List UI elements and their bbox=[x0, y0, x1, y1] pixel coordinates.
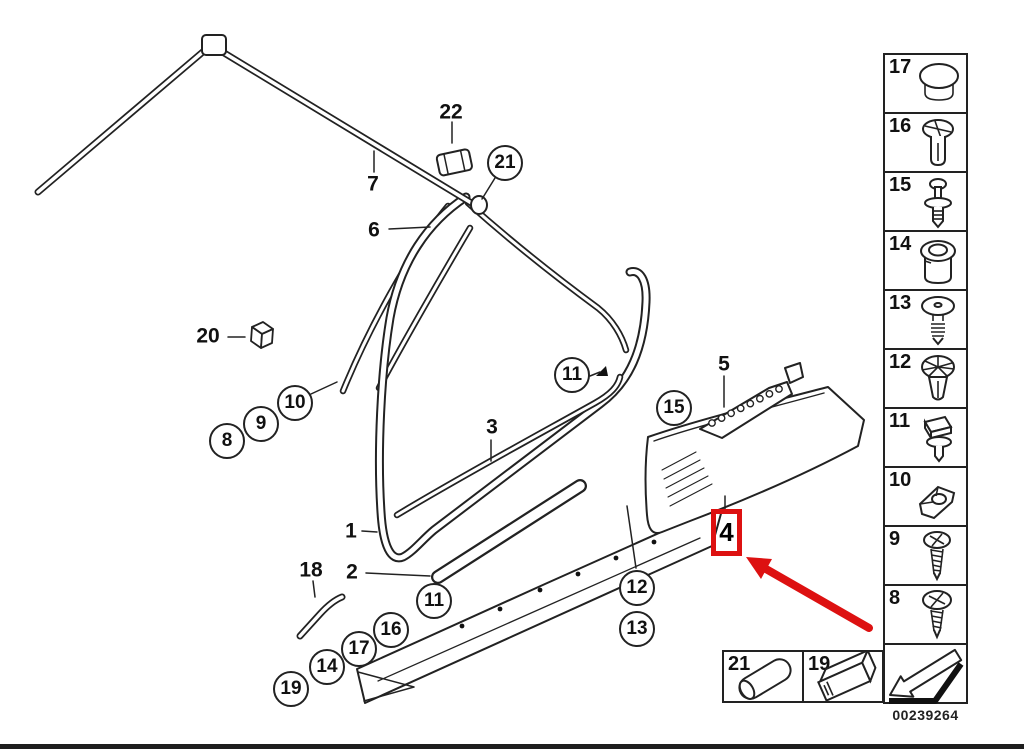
legend-cell-10: 10 bbox=[883, 466, 968, 527]
expanding-rivet-icon bbox=[922, 119, 954, 167]
nut-clip-icon bbox=[923, 415, 953, 463]
legend-num: 16 bbox=[889, 115, 912, 137]
sill-strip-drawing bbox=[393, 373, 624, 519]
legend-num: 21 bbox=[728, 653, 751, 675]
callout-17: 17 bbox=[341, 631, 377, 667]
callout-9: 9 bbox=[243, 406, 279, 442]
legend-num: 11 bbox=[889, 410, 911, 432]
bottom-cell-19: 19 bbox=[802, 650, 884, 703]
legend-num: 15 bbox=[889, 174, 912, 196]
cube-fastener-drawing bbox=[250, 321, 274, 349]
legend-num: 8 bbox=[889, 587, 901, 609]
legend-cell-11: 11 bbox=[883, 407, 968, 468]
tread-plate-drawing bbox=[699, 362, 804, 439]
cap-plug-icon bbox=[919, 63, 959, 101]
grommet-icon bbox=[920, 240, 956, 285]
callout-5: 5 bbox=[718, 352, 730, 376]
callout-12: 12 bbox=[619, 570, 655, 606]
window-guide-strips-drawing bbox=[339, 202, 474, 395]
door-opening-seal-drawing bbox=[374, 192, 651, 563]
callout-22: 22 bbox=[439, 100, 463, 124]
callout-4: 4 bbox=[719, 517, 734, 547]
callout-20: 20 bbox=[196, 324, 220, 348]
sill-carrier-drawing bbox=[356, 509, 723, 704]
callout-19: 19 bbox=[273, 671, 309, 707]
callout-10: 10 bbox=[277, 385, 313, 421]
callout-18: 18 bbox=[299, 558, 323, 582]
star-clip-icon bbox=[921, 355, 955, 401]
callout-8: 8 bbox=[209, 423, 245, 459]
direction-arrow-icon bbox=[889, 648, 964, 704]
legend-num: 10 bbox=[889, 469, 912, 491]
legend-cell-9: 9 bbox=[883, 525, 968, 586]
callout-11-lower: 11 bbox=[416, 583, 452, 619]
cylinder-plug-icon bbox=[738, 658, 792, 700]
legend-cell-16: 16 bbox=[883, 112, 968, 173]
pin-rivet-icon bbox=[924, 178, 952, 229]
legend-cell-14: 14 bbox=[883, 230, 968, 291]
callout-7: 7 bbox=[367, 172, 379, 196]
legend-num: 12 bbox=[889, 351, 912, 373]
highlighted-part-4: 4 bbox=[711, 509, 742, 556]
legend-num: 9 bbox=[889, 528, 901, 550]
callout-3: 3 bbox=[486, 415, 498, 439]
callout-11-upper: 11 bbox=[554, 357, 590, 393]
legend-num: 17 bbox=[889, 56, 912, 78]
callout-1: 1 bbox=[345, 519, 357, 543]
legend-cell-15: 15 bbox=[883, 171, 968, 232]
callout-21: 21 bbox=[487, 145, 523, 181]
callout-16: 16 bbox=[373, 612, 409, 648]
bottom-cell-21: 21 bbox=[722, 650, 804, 703]
callout-6: 6 bbox=[368, 218, 380, 242]
clip-22-drawing bbox=[435, 148, 473, 177]
callout-14: 14 bbox=[309, 649, 345, 685]
mounting-strip-drawing bbox=[296, 593, 346, 640]
callout-2: 2 bbox=[346, 560, 358, 584]
clip-marker bbox=[596, 366, 608, 376]
channel-clip-icon bbox=[817, 652, 877, 702]
legend-num: 14 bbox=[889, 233, 912, 255]
leader-lines bbox=[227, 121, 726, 598]
document-number: 00239264 bbox=[892, 707, 959, 723]
tapping-screw-icon bbox=[922, 590, 952, 640]
legend-cell-12: 12 bbox=[883, 348, 968, 409]
roof-trim-drawing bbox=[34, 34, 488, 215]
legend-cell-8: 8 bbox=[883, 584, 968, 645]
bottom-edge-bar bbox=[0, 744, 1024, 749]
legend-cell-13: 13 bbox=[883, 289, 968, 350]
callout-13: 13 bbox=[619, 611, 655, 647]
legend-cell-17: 17 bbox=[883, 53, 968, 114]
highlight-arrow bbox=[746, 557, 873, 632]
legend-num: 13 bbox=[889, 292, 912, 314]
entrance-cover-drawing bbox=[431, 479, 587, 584]
callout-15: 15 bbox=[656, 390, 692, 426]
tapping-screw-icon bbox=[923, 531, 951, 582]
sheet-clamp-icon bbox=[918, 485, 956, 520]
flat-head-screw-icon bbox=[921, 296, 955, 346]
outer-sill-trim-drawing bbox=[644, 386, 865, 534]
legend-cell-direction bbox=[883, 643, 968, 704]
